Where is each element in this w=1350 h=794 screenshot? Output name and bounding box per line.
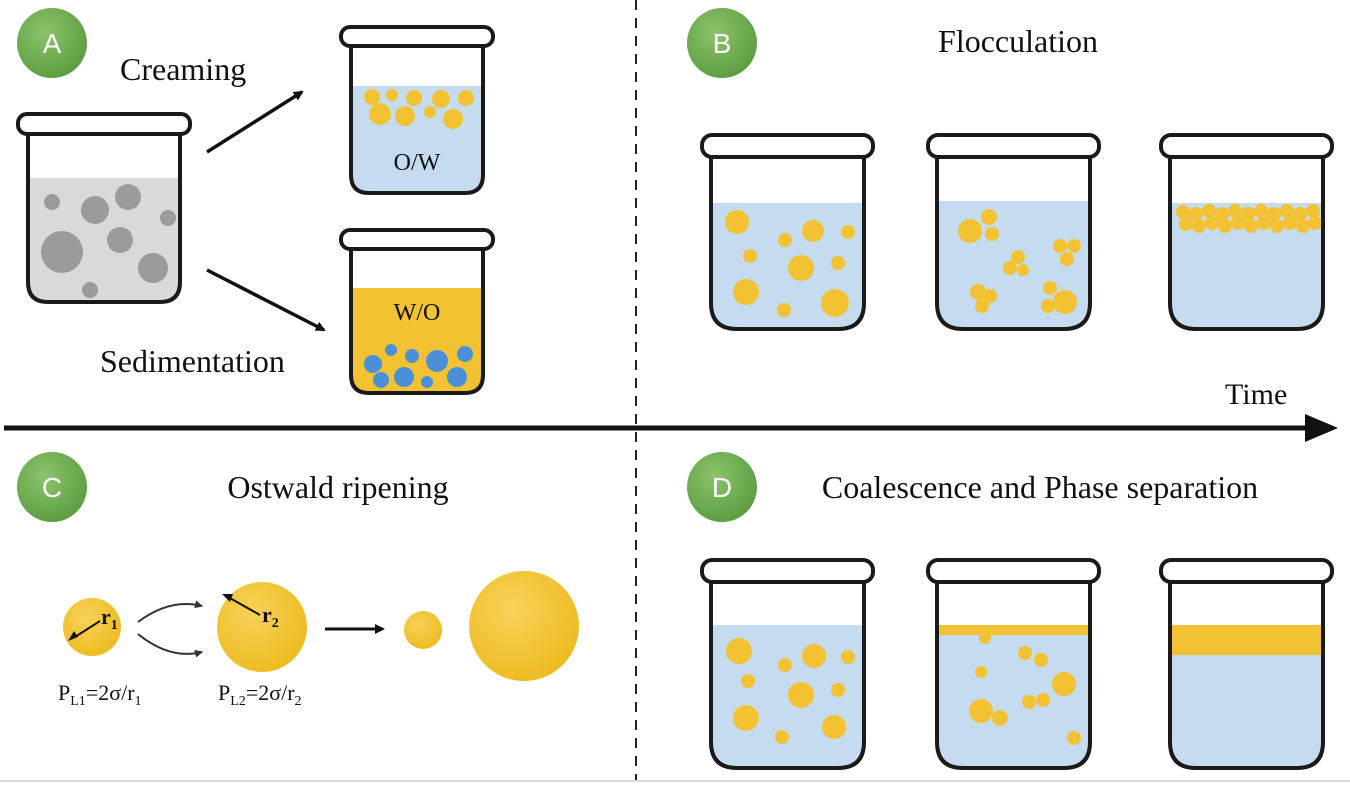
grown-droplet bbox=[469, 571, 579, 681]
flocculation-title: Flocculation bbox=[938, 23, 1098, 59]
beaker-initial-emulsion bbox=[16, 112, 192, 304]
shrunk-droplet bbox=[404, 611, 442, 649]
beaker-wo-sedimentation: W/O bbox=[339, 228, 495, 395]
ostwald-title: Ostwald ripening bbox=[227, 469, 448, 505]
badge-a: A bbox=[17, 8, 87, 78]
svg-text:r1: r1 bbox=[101, 604, 118, 633]
svg-text:r2: r2 bbox=[262, 602, 279, 631]
large-droplet-r2: r2 bbox=[217, 582, 307, 672]
svg-text:D: D bbox=[712, 472, 732, 503]
arrow-to-sedimentation bbox=[206, 268, 326, 332]
beaker-flocculation-1 bbox=[700, 133, 875, 331]
panel-b: B Flocculation bbox=[687, 8, 1334, 331]
beaker-coalescence-2 bbox=[926, 558, 1101, 770]
beaker-ow-creaming: O/W bbox=[339, 25, 495, 195]
equation-pl1: PL1=2σ/r1 bbox=[58, 680, 142, 709]
coalescence-title: Coalescence and Phase separation bbox=[822, 469, 1258, 505]
exchange-arrow-top bbox=[137, 600, 203, 623]
badge-d: D bbox=[687, 452, 757, 522]
equation-pl2: PL2=2σ/r2 bbox=[218, 680, 302, 709]
beaker-flocculation-2 bbox=[926, 133, 1101, 331]
beaker-flocculation-3 bbox=[1159, 133, 1334, 331]
beaker-coalescence-3 bbox=[1159, 558, 1334, 770]
sedimentation-label: Sedimentation bbox=[100, 343, 285, 379]
panel-d: D Coalescence and Phase separation bbox=[687, 452, 1334, 770]
panel-a: A Creaming Sedimentation bbox=[16, 8, 495, 395]
badge-b: B bbox=[687, 8, 757, 78]
arrow-to-creaming bbox=[206, 90, 304, 154]
time-axis-arrowhead bbox=[1305, 414, 1338, 442]
svg-text:A: A bbox=[43, 28, 62, 59]
exchange-arrow-bottom bbox=[137, 633, 203, 658]
badge-c: C bbox=[17, 452, 87, 522]
small-droplet-r1: r1 bbox=[63, 598, 121, 656]
svg-text:O/W: O/W bbox=[394, 150, 441, 176]
beaker-coalescence-1 bbox=[700, 558, 875, 770]
time-axis-label: Time bbox=[1225, 378, 1287, 411]
panel-c: C Ostwald ripening r1 r2 PL1=2σ/r1 PL2=2… bbox=[17, 452, 579, 709]
svg-text:B: B bbox=[713, 28, 732, 59]
svg-text:W/O: W/O bbox=[394, 300, 441, 326]
svg-text:C: C bbox=[42, 472, 62, 503]
creaming-label: Creaming bbox=[120, 51, 246, 87]
